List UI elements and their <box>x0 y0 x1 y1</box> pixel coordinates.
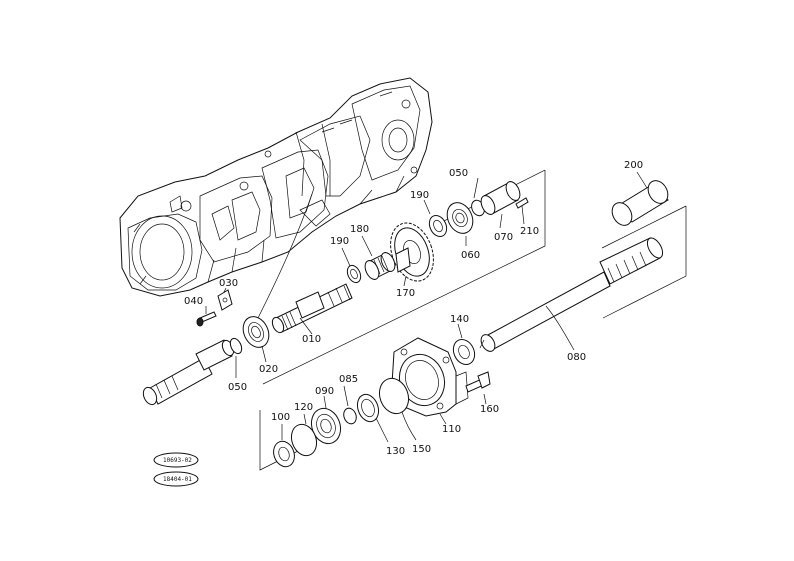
label-140: 140 <box>450 314 469 325</box>
label-020: 020 <box>259 364 278 375</box>
snap-ring-050-lower <box>229 337 243 355</box>
bearing-090 <box>310 407 342 445</box>
needle-bearing-180 <box>364 252 396 280</box>
bearing-140 <box>452 338 476 366</box>
label-200: 200 <box>624 160 643 171</box>
label-030: 030 <box>219 278 238 289</box>
pin-210 <box>515 197 529 209</box>
shaft-010 <box>271 283 353 334</box>
label-160: 160 <box>480 404 499 415</box>
snap-ring-120 <box>290 423 318 457</box>
oring-150 <box>378 377 410 415</box>
gear-170 <box>390 222 434 282</box>
bolt-040 <box>196 311 217 327</box>
label-070: 070 <box>494 232 513 243</box>
label-170: 170 <box>396 288 415 299</box>
nut-100 <box>273 440 295 468</box>
bearing-060 <box>446 202 474 234</box>
collar-070 <box>480 181 521 215</box>
bearing-020 <box>242 316 270 348</box>
label-040: 040 <box>184 296 203 307</box>
plate-030 <box>217 289 233 311</box>
label-150: 150 <box>412 444 431 455</box>
label-110: 110 <box>442 424 461 435</box>
label-210: 210 <box>520 226 539 237</box>
label-010: 010 <box>302 334 321 345</box>
bolt-160 <box>465 371 491 393</box>
label-050-upper: 050 <box>449 168 468 179</box>
stamp-top-text: 10693-02 <box>163 457 192 464</box>
sleeve-200 <box>611 180 669 226</box>
washer-190-upper <box>428 214 448 238</box>
label-190-lower: 190 <box>330 236 349 247</box>
shaft-group-outline <box>262 170 546 385</box>
reference-stamp-bottom: 18404-01 <box>153 471 199 487</box>
label-090: 090 <box>315 386 334 397</box>
washer-085 <box>343 407 357 425</box>
label-080: 080 <box>567 352 586 363</box>
label-190-upper: 190 <box>410 190 429 201</box>
label-130: 130 <box>386 446 405 457</box>
label-060: 060 <box>461 250 480 261</box>
shaft-080 <box>479 237 664 352</box>
label-100: 100 <box>271 412 290 423</box>
label-180: 180 <box>350 224 369 235</box>
input-shaft-assembly <box>142 339 235 406</box>
seal-130 <box>356 393 380 423</box>
label-050-lower: 050 <box>228 382 247 393</box>
label-085: 085 <box>339 374 358 385</box>
reference-stamp-top: 10693-02 <box>153 452 199 468</box>
transmission-housing <box>119 77 433 297</box>
washer-190-lower <box>346 264 362 284</box>
stamp-bottom-text: 18404-01 <box>163 476 192 483</box>
shaft-080-outline <box>601 205 687 319</box>
label-120: 120 <box>294 402 313 413</box>
